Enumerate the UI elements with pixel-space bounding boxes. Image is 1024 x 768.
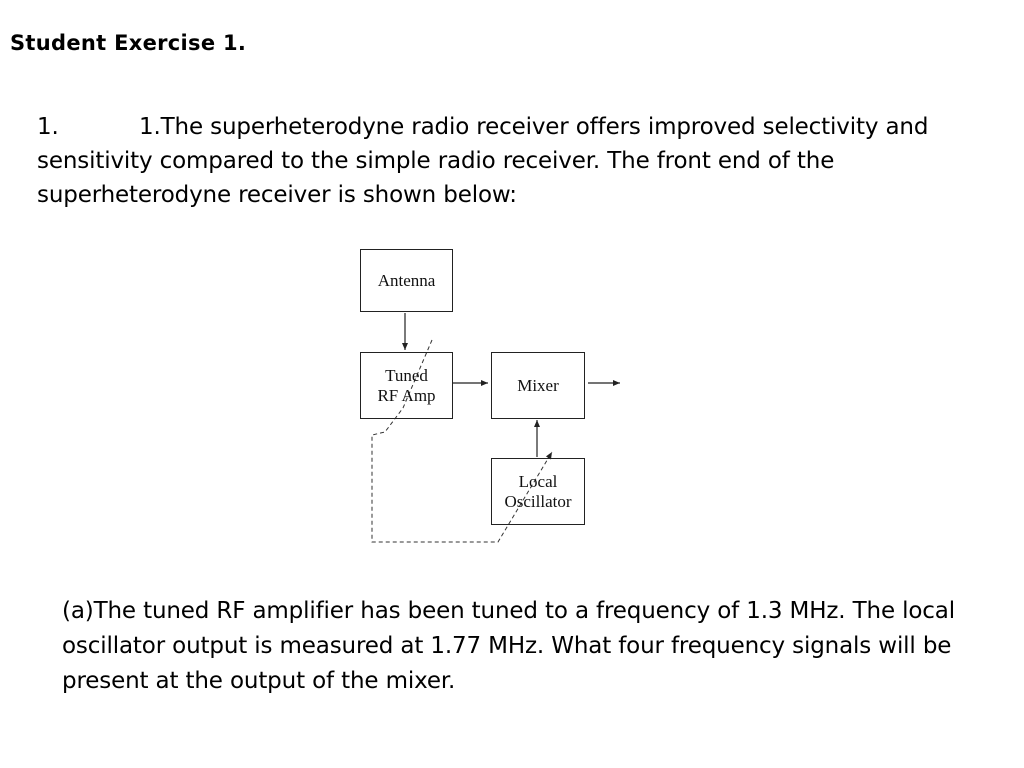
antenna-label: Antenna [377,270,436,290]
question-part-a: (a)The tuned RF amplifier has been tuned… [62,598,955,694]
diagram-connectors [371,313,620,543]
local-oscillator-block: Local Oscillator [491,458,585,525]
ganged-tuning-link [371,339,553,543]
mixer-label: Mixer [517,375,559,395]
question-number: 1. [37,114,59,140]
slide-title: Student Exercise 1. [10,31,247,55]
question-intro: 1.1.The superheterodyne radio receiver o… [37,110,997,212]
local-oscillator-label: Local Oscillator [504,471,572,511]
superheterodyne-block-diagram: Antenna Tuned RF Amp Mixer Local Oscilla… [340,240,640,555]
tuned-rf-amp-block: Tuned RF Amp [360,352,453,419]
antenna-block: Antenna [360,249,453,312]
question-intro-text: 1.The superheterodyne radio receiver off… [37,114,929,208]
tuned-rf-amp-label: Tuned RF Amp [377,365,436,405]
mixer-block: Mixer [491,352,585,419]
